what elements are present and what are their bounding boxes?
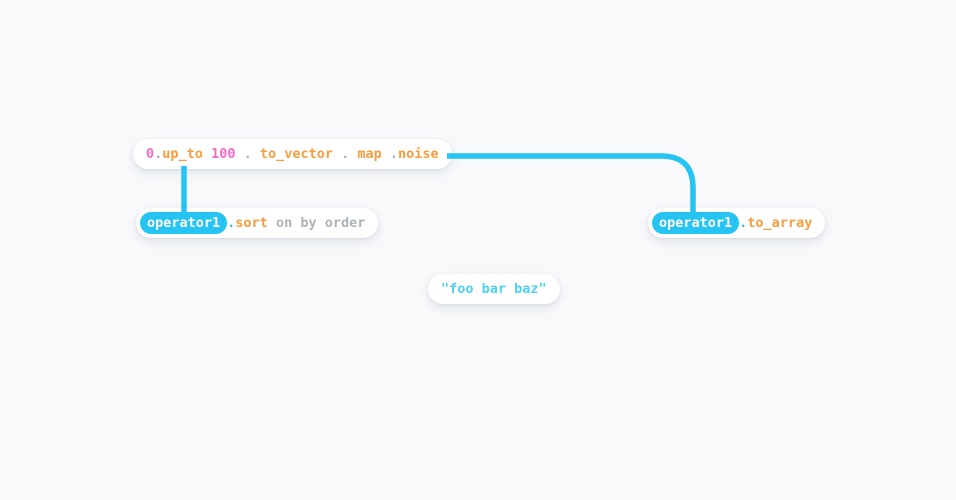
code-token: up_to [162,146,203,162]
code-token: . [227,215,236,231]
code-token: . [739,215,748,231]
code-token: to_array [747,215,813,231]
code-token: 0 [146,146,155,162]
string-literal-code: "foo bar baz" [441,281,547,297]
code-token [203,146,211,162]
code-token: . [154,146,163,162]
node-to-array[interactable]: operator1.to_array [648,208,826,238]
node-string-literal[interactable]: "foo bar baz" [428,274,560,304]
operator-pill[interactable]: operator1 [652,212,740,234]
operator-pill[interactable]: operator1 [140,212,228,234]
expression-code: 0.up_to 100 . to_vector . map .noise [146,146,439,162]
code-token: sort [235,215,268,231]
node-expression[interactable]: 0.up_to 100 . to_vector . map .noise [133,139,452,169]
to-array-code: operator1.to_array [652,212,812,234]
wire-expression-to-array [447,153,696,216]
code-token: to_vector [259,146,333,162]
code-token: 100 [211,146,236,162]
code-token: noise [398,146,439,162]
code-token: "foo bar baz" [441,281,547,297]
code-token: . [381,146,399,162]
code-token: . [235,146,260,162]
node-sort[interactable]: operator1.sort on by order [136,208,379,238]
code-token: map [357,146,382,162]
code-token: . [333,146,358,162]
code-token: on by order [267,215,366,231]
sort-code: operator1.sort on by order [140,212,365,234]
